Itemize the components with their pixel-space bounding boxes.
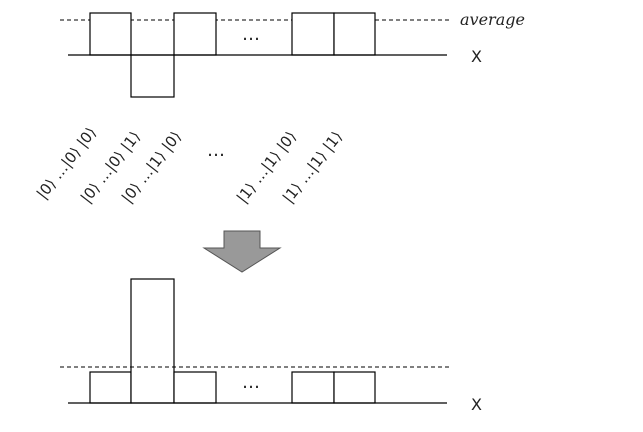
average-label: average [460,10,525,29]
bottom-x-label: X [471,395,482,414]
bottom-bars [89,278,376,404]
top-x-label: X [471,47,482,66]
bottom-ellipsis: … [242,372,260,393]
amplitude-bar [291,12,335,56]
amplitude-bar [130,54,175,98]
top-ellipsis: … [242,24,260,45]
top-bars [89,12,376,98]
bottom-panel: … X [60,278,482,414]
amplitude-bar [173,12,217,56]
state-label-ellipsis: … [207,140,225,161]
amplitude-bar [130,278,175,404]
top-panel: … average X [60,10,525,98]
amplitude-bar [333,371,376,404]
state-labels: |0⟩ …|0⟩ |0⟩ |0⟩ …|0⟩ |1⟩ |0⟩ …|1⟩ |0⟩ …… [33,124,346,207]
amplitude-bar [173,371,217,404]
down-arrow-icon [202,230,282,273]
amplitude-bar [89,12,132,56]
amplitude-bar [333,12,376,56]
amplitude-bar [89,371,132,404]
amplitude-bar [291,371,335,404]
